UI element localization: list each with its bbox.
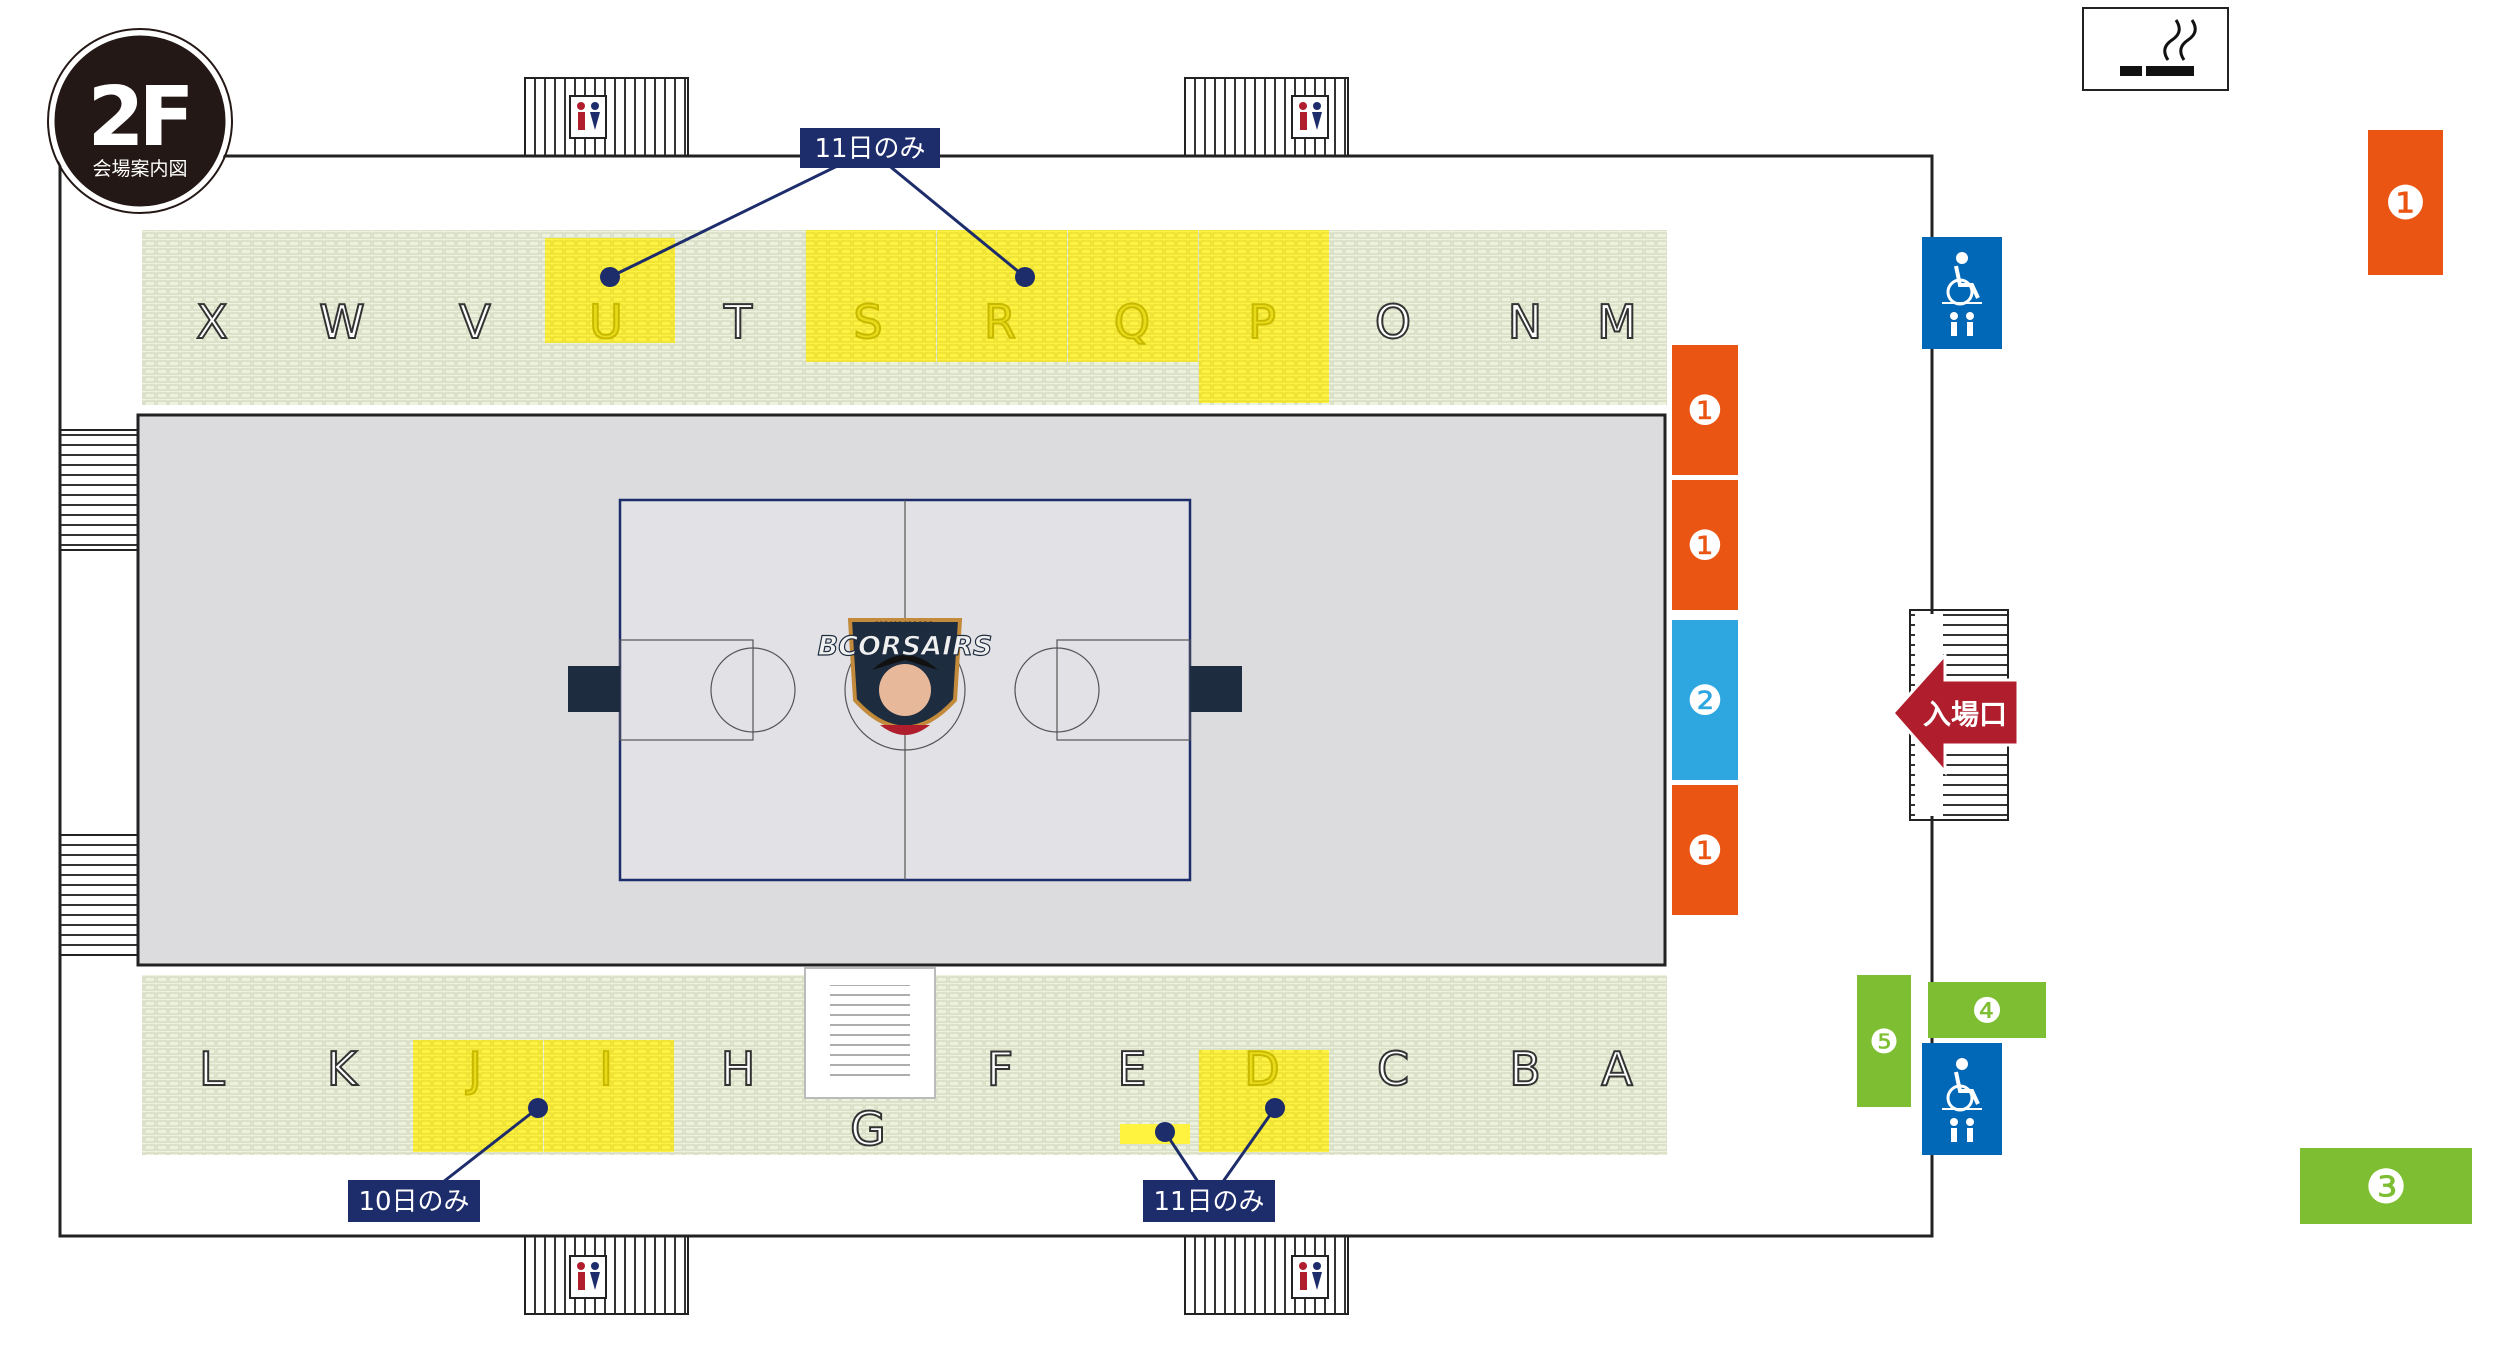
facility-marker-number: ❹	[1971, 991, 2002, 1031]
facility-marker: ❸	[2300, 1148, 2472, 1224]
entrance-label: 入場口	[1923, 698, 2007, 731]
section-label-q: Q	[1114, 295, 1150, 349]
facility-marker-number: ❶	[1687, 827, 1724, 875]
facility-marker: ❶	[1672, 785, 1738, 915]
restroom-icon	[1291, 95, 1329, 139]
stairs-left-lower	[59, 834, 139, 956]
svg-text:11日のみ: 11日のみ	[814, 134, 925, 164]
section-label-s: S	[853, 295, 882, 349]
section-label-u: U	[589, 295, 623, 349]
lower-seating	[142, 967, 1667, 1155]
logo-top-text: YOKOHAMA	[875, 621, 935, 631]
section-label-c: C	[1377, 1042, 1409, 1096]
facility-marker: ❶	[1672, 480, 1738, 610]
section-label-p: P	[1248, 295, 1276, 349]
team-logo: YOKOHAMA BCORSAIRS	[817, 618, 993, 735]
callout-11-upper: 11日のみ	[800, 128, 940, 168]
facility-marker-number: ❶	[1687, 387, 1724, 435]
facility-marker: ❶	[1672, 345, 1738, 475]
section-label-a: A	[1601, 1042, 1633, 1096]
floor-caption: 会場案内図	[92, 158, 187, 180]
restroom-icon	[569, 95, 607, 139]
facility-marker-number: ❸	[2365, 1160, 2407, 1215]
section-label-r: R	[984, 295, 1016, 349]
section-label-l: L	[199, 1042, 225, 1096]
section-label-i: I	[599, 1042, 613, 1096]
smoking-area-icon	[2082, 7, 2229, 91]
section-label-j: J	[465, 1042, 482, 1096]
stairs-left-upper	[59, 429, 139, 551]
section-label-w: W	[319, 295, 364, 349]
section-label-t: T	[723, 295, 753, 349]
facility-marker: ❷	[1672, 620, 1738, 780]
section-label-k: K	[327, 1042, 359, 1096]
facility-marker: ❶	[2368, 130, 2443, 275]
floor-number: 2F	[87, 70, 188, 165]
section-label-n: N	[1508, 295, 1542, 349]
facility-marker: ❺	[1857, 975, 1911, 1107]
facility-marker-number: ❺	[1869, 1022, 1899, 1061]
section-label-f: F	[987, 1042, 1013, 1096]
svg-text:10日のみ: 10日のみ	[358, 1187, 469, 1217]
section-label-m: M	[1597, 295, 1637, 349]
highlight-section-e-partial	[1120, 1124, 1190, 1144]
facility-marker-number: ❶	[1687, 522, 1724, 570]
section-label-b: B	[1509, 1042, 1541, 1096]
section-label-x: X	[196, 295, 228, 349]
section-label-d: D	[1244, 1042, 1279, 1096]
section-label-h: H	[721, 1042, 756, 1096]
facility-marker-number: ❷	[1687, 677, 1724, 725]
svg-text:11日のみ: 11日のみ	[1153, 1187, 1264, 1217]
restroom-icon	[569, 1255, 607, 1299]
accessible-restroom-upper	[1922, 237, 2002, 349]
facility-marker-number: ❶	[2385, 176, 2427, 230]
entrance-arrow: 入場口	[1890, 651, 2020, 776]
section-label-v: V	[459, 295, 491, 349]
logo-name-text: BCORSAIRS	[818, 631, 993, 662]
section-label-e: E	[1117, 1042, 1146, 1096]
restroom-icon	[1291, 1255, 1329, 1299]
facility-marker: ❹	[1928, 982, 2046, 1038]
callout-11-lower: 11日のみ	[1143, 1180, 1275, 1222]
accessible-restroom-lower	[1922, 1043, 2002, 1155]
section-label-g: G	[850, 1102, 886, 1156]
floor-badge: 2F 会場案内図	[47, 28, 233, 214]
callout-10-lower: 10日のみ	[348, 1180, 480, 1222]
section-label-o: O	[1375, 295, 1411, 349]
